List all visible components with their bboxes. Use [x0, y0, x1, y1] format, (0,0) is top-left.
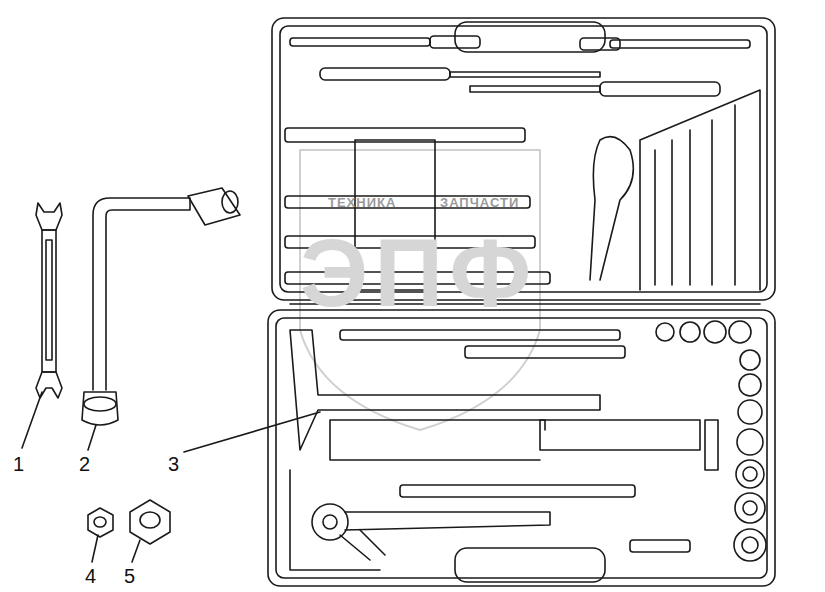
watermark-text: ЗАПЧАСТИ: [440, 196, 519, 209]
leader-line: [184, 412, 320, 452]
watermark-logo: ЭПФ: [300, 225, 537, 321]
leader-line: [132, 540, 140, 562]
leader-line: [92, 535, 98, 562]
callout-number: 3: [168, 454, 179, 474]
callout-number: 2: [79, 454, 90, 474]
watermark-text: ТЕХНИКА: [328, 196, 396, 209]
callout-number: 5: [124, 566, 135, 586]
callout-number: 1: [13, 454, 24, 474]
callout-number: 4: [85, 566, 96, 586]
leader-line: [88, 425, 96, 450]
leader-line: [22, 392, 42, 448]
